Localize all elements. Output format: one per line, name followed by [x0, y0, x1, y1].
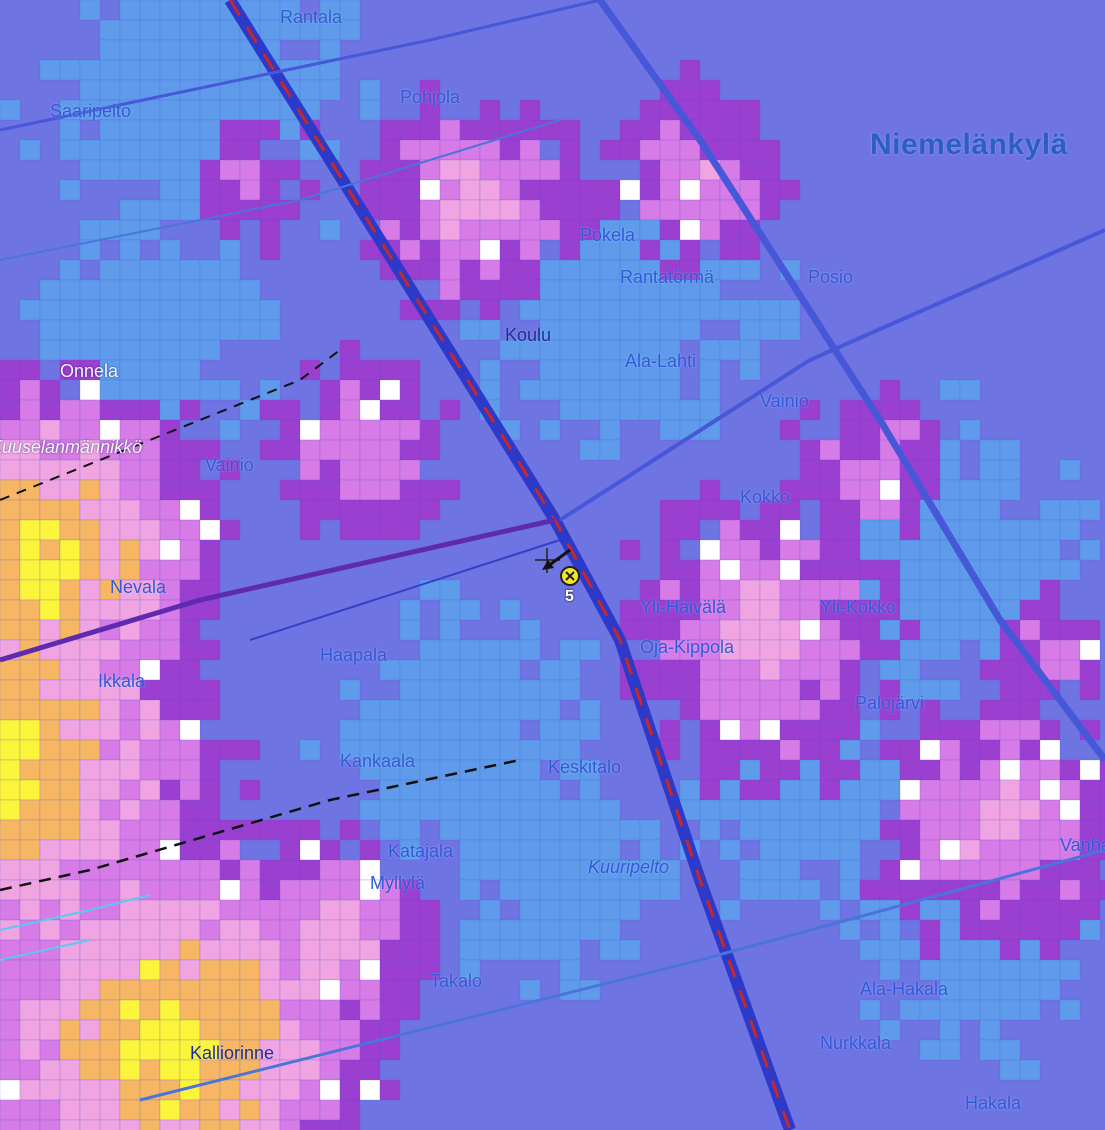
place-label: Nurkkala — [820, 1033, 892, 1053]
place-label: Katajala — [388, 841, 454, 861]
place-label: Hakala — [965, 1093, 1022, 1113]
place-label: Kalliorinne — [190, 1043, 275, 1063]
place-label: Kuuripelto — [588, 857, 670, 877]
place-label: Palojärvi — [855, 693, 925, 713]
place-label: Yli-Häivälä — [640, 597, 727, 617]
place-label: Vanha — [1060, 835, 1105, 855]
place-label: Koulu — [505, 325, 552, 345]
place-label: Posio — [808, 267, 854, 287]
marker-number: 5 — [565, 588, 574, 605]
place-label: Rantala — [280, 7, 343, 27]
place-label: Ikkala — [98, 671, 146, 691]
place-label: Kuuselanmännikkö — [0, 437, 143, 457]
place-label: Ala-Hakala — [860, 979, 949, 999]
place-label: Saaripelto — [50, 101, 132, 121]
place-label: Oja-Kippola — [640, 637, 735, 657]
place-label: Keskitalo — [548, 757, 622, 777]
place-label: Myllylä — [370, 873, 426, 893]
secondary-road — [0, 0, 1105, 1102]
boundary-line — [0, 349, 521, 892]
place-label: Haapala — [320, 645, 388, 665]
main-road — [224, 0, 796, 1130]
place-label: Ala-Lahti — [625, 351, 697, 371]
arrow-icon — [542, 548, 571, 570]
river — [0, 894, 151, 961]
place-label: Takalo — [430, 971, 483, 991]
place-label: Vainio — [760, 391, 809, 411]
place-label: Onnela — [60, 361, 119, 381]
place-label: Kokko — [740, 487, 791, 507]
place-label: Pokela — [580, 225, 636, 245]
place-label: Rantatörmä — [620, 267, 715, 287]
location-marker[interactable]: 5 — [530, 538, 600, 608]
place-label: Kankaala — [340, 751, 416, 771]
place-label: Niemelänkylä — [870, 128, 1068, 161]
place-label: Vainio — [205, 455, 254, 475]
circle-x-icon[interactable] — [530, 538, 600, 608]
place-label: Nevala — [110, 577, 167, 597]
place-label: Pohjola — [400, 87, 461, 107]
place-label: Yli-Kokko — [820, 597, 897, 617]
